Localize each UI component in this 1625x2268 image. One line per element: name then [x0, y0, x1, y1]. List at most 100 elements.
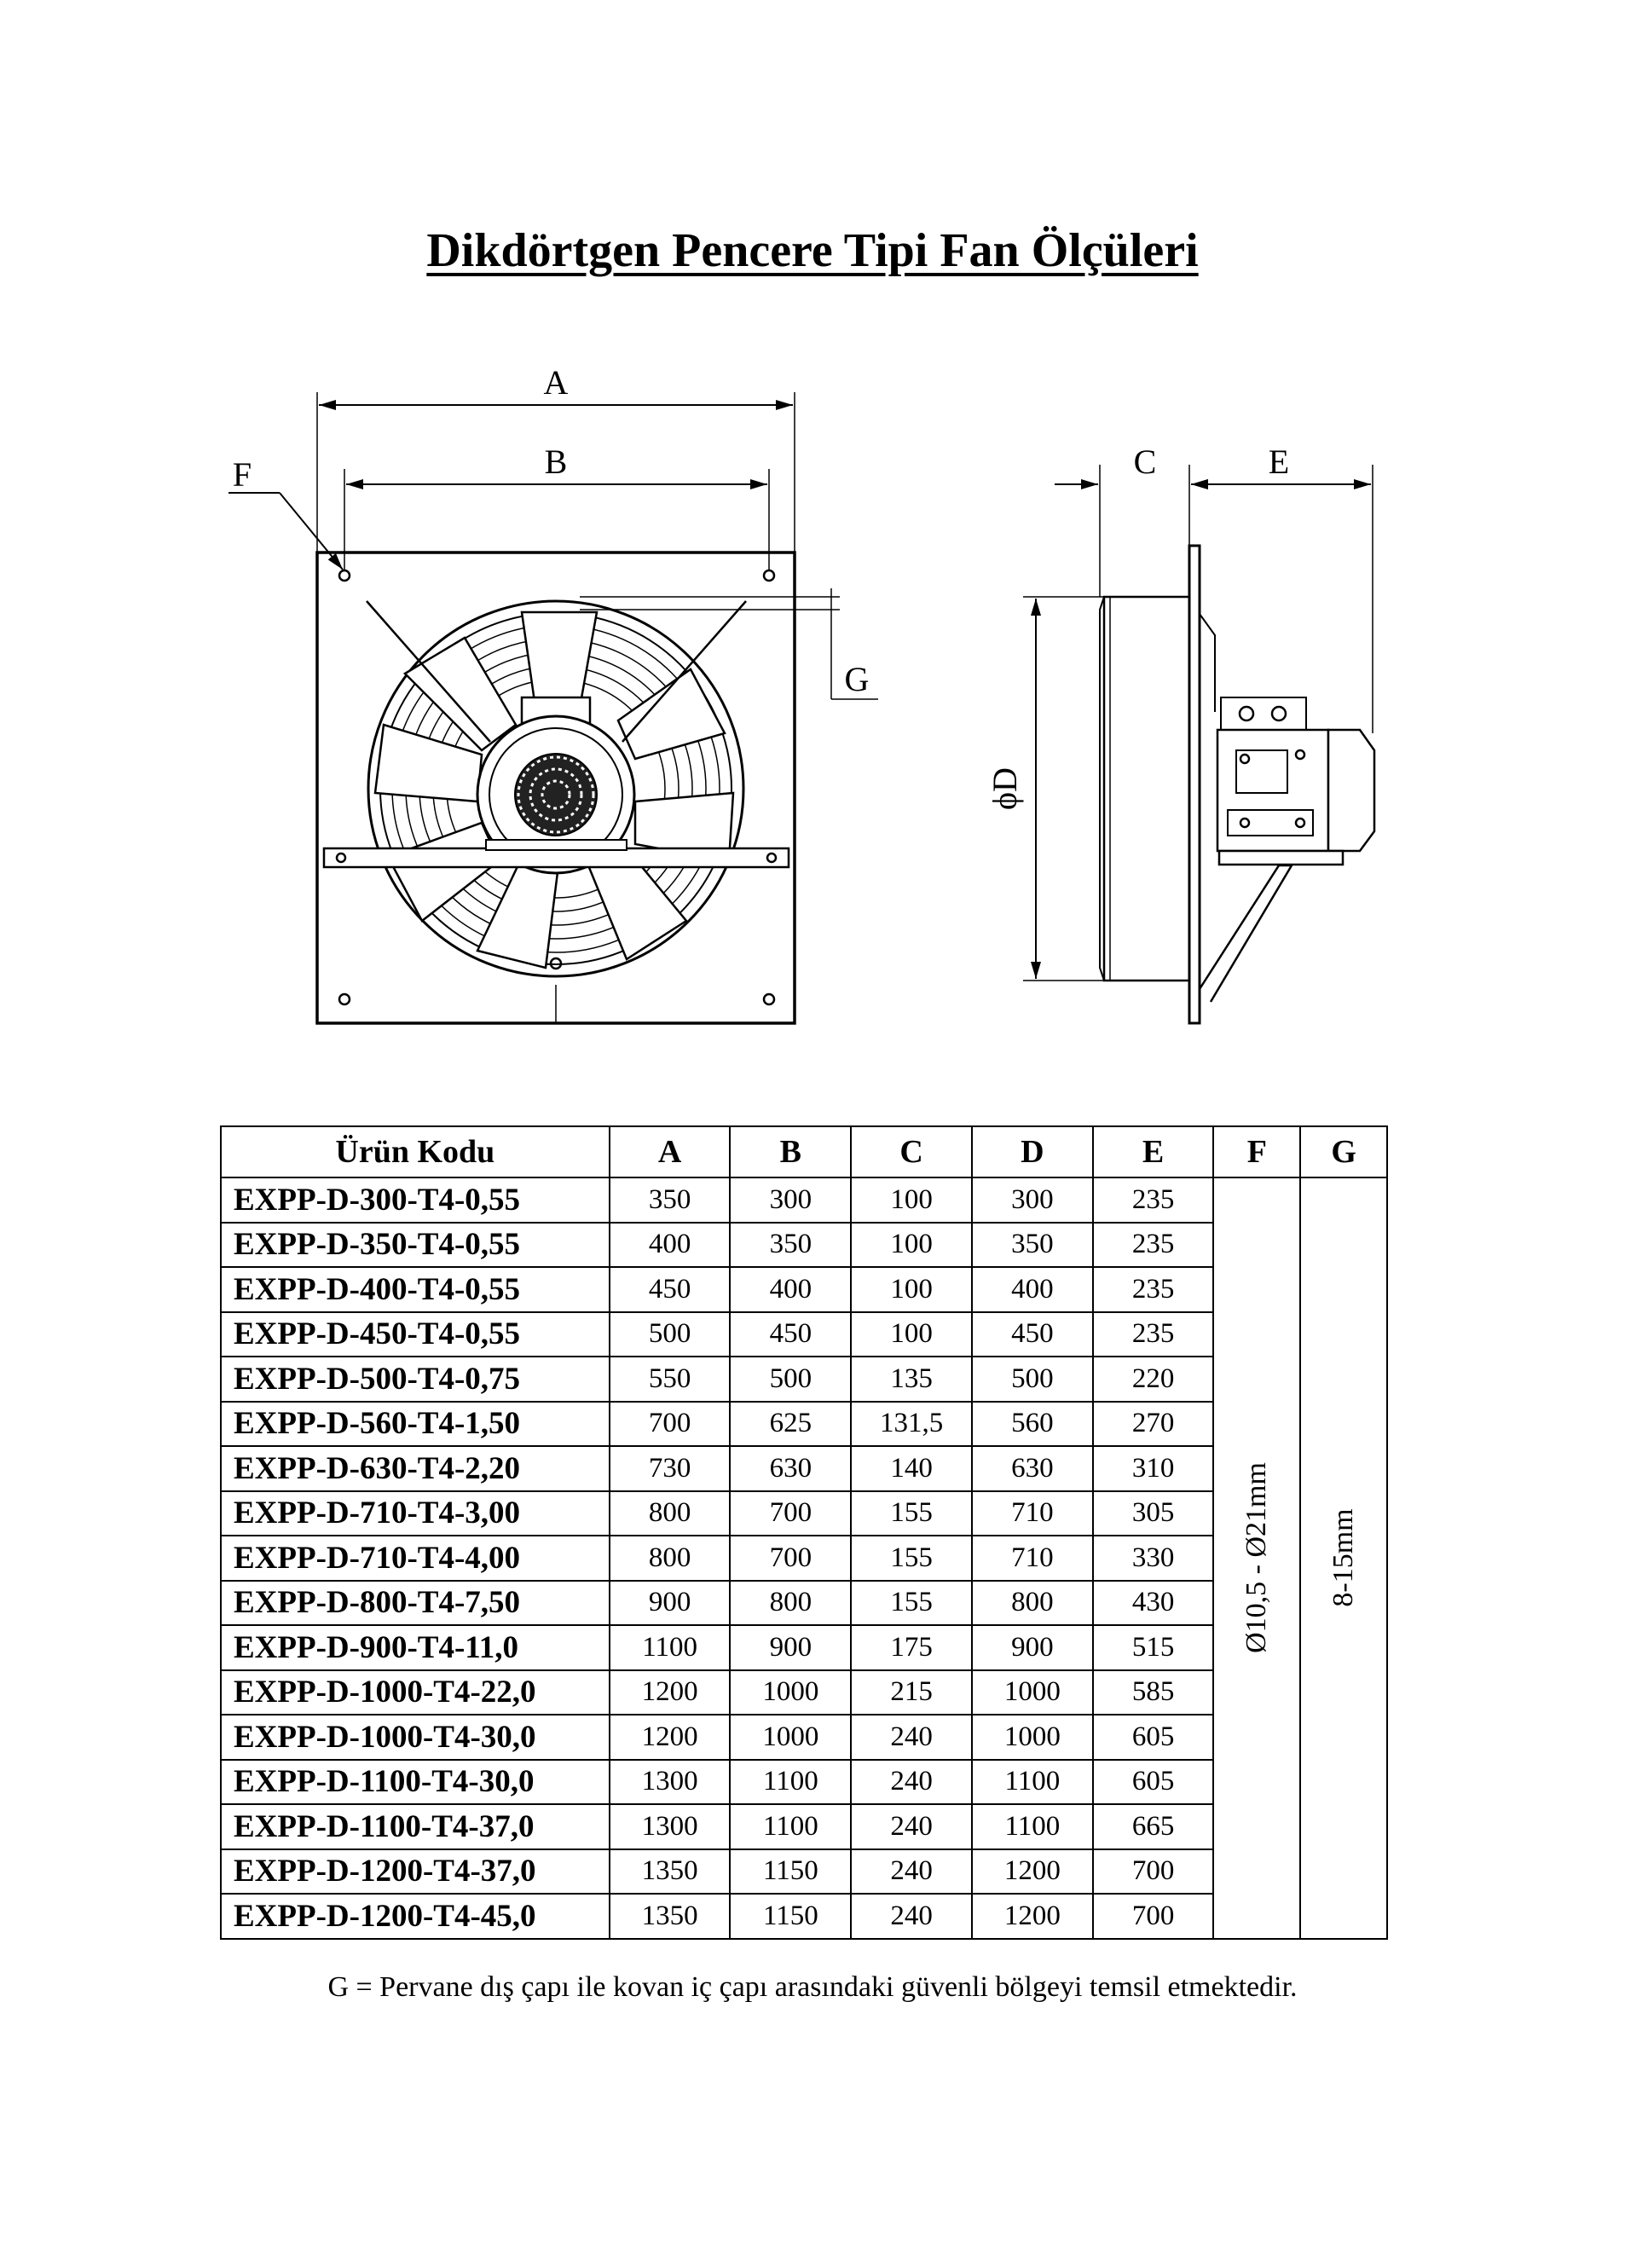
- dimension-cell: 1200: [971, 1848, 1094, 1895]
- dimension-cell: 1100: [971, 1758, 1094, 1805]
- dimension-cell: 605: [1091, 1714, 1215, 1761]
- product-code-cell: EXPP-D-450-T4-0,55: [220, 1310, 610, 1357]
- header-g: G: [1299, 1125, 1388, 1178]
- dimension-cell: 1100: [971, 1803, 1094, 1850]
- dimension-cell: 131,5: [850, 1400, 973, 1447]
- dimension-cell: 100: [850, 1266, 973, 1313]
- fan-dimension-drawing: A B F G C E ϕD: [228, 363, 1376, 1025]
- dimension-cell: 630: [971, 1445, 1094, 1492]
- g-range-cell: 8-15mm: [1299, 1177, 1388, 1940]
- dimension-cell: 240: [850, 1803, 973, 1850]
- dimension-cell: 700: [1091, 1893, 1215, 1940]
- dimension-cell: 330: [1091, 1535, 1215, 1582]
- dimension-cell: 710: [971, 1490, 1094, 1536]
- product-code-cell: EXPP-D-630-T4-2,20: [220, 1445, 610, 1492]
- dimension-cell: 240: [850, 1758, 973, 1805]
- dimension-cell: 1100: [729, 1803, 853, 1850]
- dimension-cell: 700: [1091, 1848, 1215, 1895]
- dimension-cell: 900: [729, 1624, 853, 1671]
- dimension-cell: 135: [850, 1356, 973, 1403]
- dimension-cell: 235: [1091, 1266, 1215, 1313]
- header-f: F: [1212, 1125, 1302, 1178]
- dimension-cell: 175: [850, 1624, 973, 1671]
- dimension-cell: 450: [729, 1310, 853, 1357]
- dim-label-d: ϕD: [986, 767, 1024, 810]
- dimension-cell: 430: [1091, 1579, 1215, 1626]
- dimension-cell: 800: [729, 1579, 853, 1626]
- dimension-cell: 1000: [729, 1669, 853, 1715]
- dimension-cell: 1100: [608, 1624, 732, 1671]
- dimension-cell: 100: [850, 1177, 973, 1224]
- dimension-cell: 235: [1091, 1221, 1215, 1268]
- dimension-cell: 1200: [971, 1893, 1094, 1940]
- dimension-cell: 305: [1091, 1490, 1215, 1536]
- dimension-cell: 800: [608, 1535, 732, 1582]
- dimension-cell: 500: [608, 1310, 732, 1357]
- dimension-cell: 700: [608, 1400, 732, 1447]
- product-code-cell: EXPP-D-1100-T4-30,0: [220, 1758, 610, 1805]
- dimension-cell: 220: [1091, 1356, 1215, 1403]
- dimension-labels: A B F G C E ϕD: [233, 363, 1289, 810]
- dimension-cell: 500: [971, 1356, 1094, 1403]
- side-view: [1023, 465, 1376, 1025]
- dimension-cell: 400: [729, 1266, 853, 1313]
- header-c: C: [850, 1125, 973, 1178]
- dimension-cell: 665: [1091, 1803, 1215, 1850]
- product-code-cell: EXPP-D-500-T4-0,75: [220, 1356, 610, 1403]
- dim-label-b: B: [545, 443, 568, 481]
- product-code-cell: EXPP-D-710-T4-3,00: [220, 1490, 610, 1536]
- dim-label-g: G: [845, 660, 870, 698]
- dimension-cell: 450: [608, 1266, 732, 1313]
- dimension-cell: 1000: [971, 1669, 1094, 1715]
- dimension-cell: 1200: [608, 1714, 732, 1761]
- dimension-cell: 100: [850, 1310, 973, 1357]
- dimension-cell: 550: [608, 1356, 732, 1403]
- dimension-cell: 215: [850, 1669, 973, 1715]
- header-b: B: [729, 1125, 853, 1178]
- dimension-cell: 240: [850, 1848, 973, 1895]
- dim-label-c: C: [1134, 443, 1157, 481]
- dimension-cell: 710: [971, 1535, 1094, 1582]
- product-code-cell: EXPP-D-400-T4-0,55: [220, 1266, 610, 1313]
- dimension-cell: 240: [850, 1714, 973, 1761]
- dimension-cell: 235: [1091, 1177, 1215, 1224]
- f-range-text: Ø10,5 - Ø21mm: [1240, 1462, 1273, 1654]
- product-code-cell: EXPP-D-800-T4-7,50: [220, 1579, 610, 1626]
- front-view: [228, 392, 878, 1025]
- dimension-cell: 800: [971, 1579, 1094, 1626]
- product-code-cell: EXPP-D-900-T4-11,0: [220, 1624, 610, 1671]
- dimension-cell: 400: [608, 1221, 732, 1268]
- dimension-cell: 270: [1091, 1400, 1215, 1447]
- product-code-cell: EXPP-D-1200-T4-45,0: [220, 1893, 610, 1940]
- dimension-cell: 1000: [971, 1714, 1094, 1761]
- dimension-cell: 605: [1091, 1758, 1215, 1805]
- header-e: E: [1091, 1125, 1215, 1178]
- product-code-cell: EXPP-D-1200-T4-37,0: [220, 1848, 610, 1895]
- dimension-cell: 585: [1091, 1669, 1215, 1715]
- dimension-cell: 1150: [729, 1893, 853, 1940]
- product-code-cell: EXPP-D-1000-T4-30,0: [220, 1714, 610, 1761]
- dimension-cell: 155: [850, 1579, 973, 1626]
- dimension-cell: 700: [729, 1535, 853, 1582]
- dimension-cell: 900: [608, 1579, 732, 1626]
- dimension-cell: 350: [729, 1221, 853, 1268]
- dimension-cell: 560: [971, 1400, 1094, 1447]
- dimension-cell: 1350: [608, 1848, 732, 1895]
- dimension-cell: 155: [850, 1535, 973, 1582]
- product-code-cell: EXPP-D-710-T4-4,00: [220, 1535, 610, 1582]
- g-range-text: 8-15mm: [1327, 1508, 1360, 1607]
- dimension-cell: 140: [850, 1445, 973, 1492]
- dimension-cell: 1300: [608, 1803, 732, 1850]
- dimension-cell: 1300: [608, 1758, 732, 1805]
- dimension-cell: 300: [729, 1177, 853, 1224]
